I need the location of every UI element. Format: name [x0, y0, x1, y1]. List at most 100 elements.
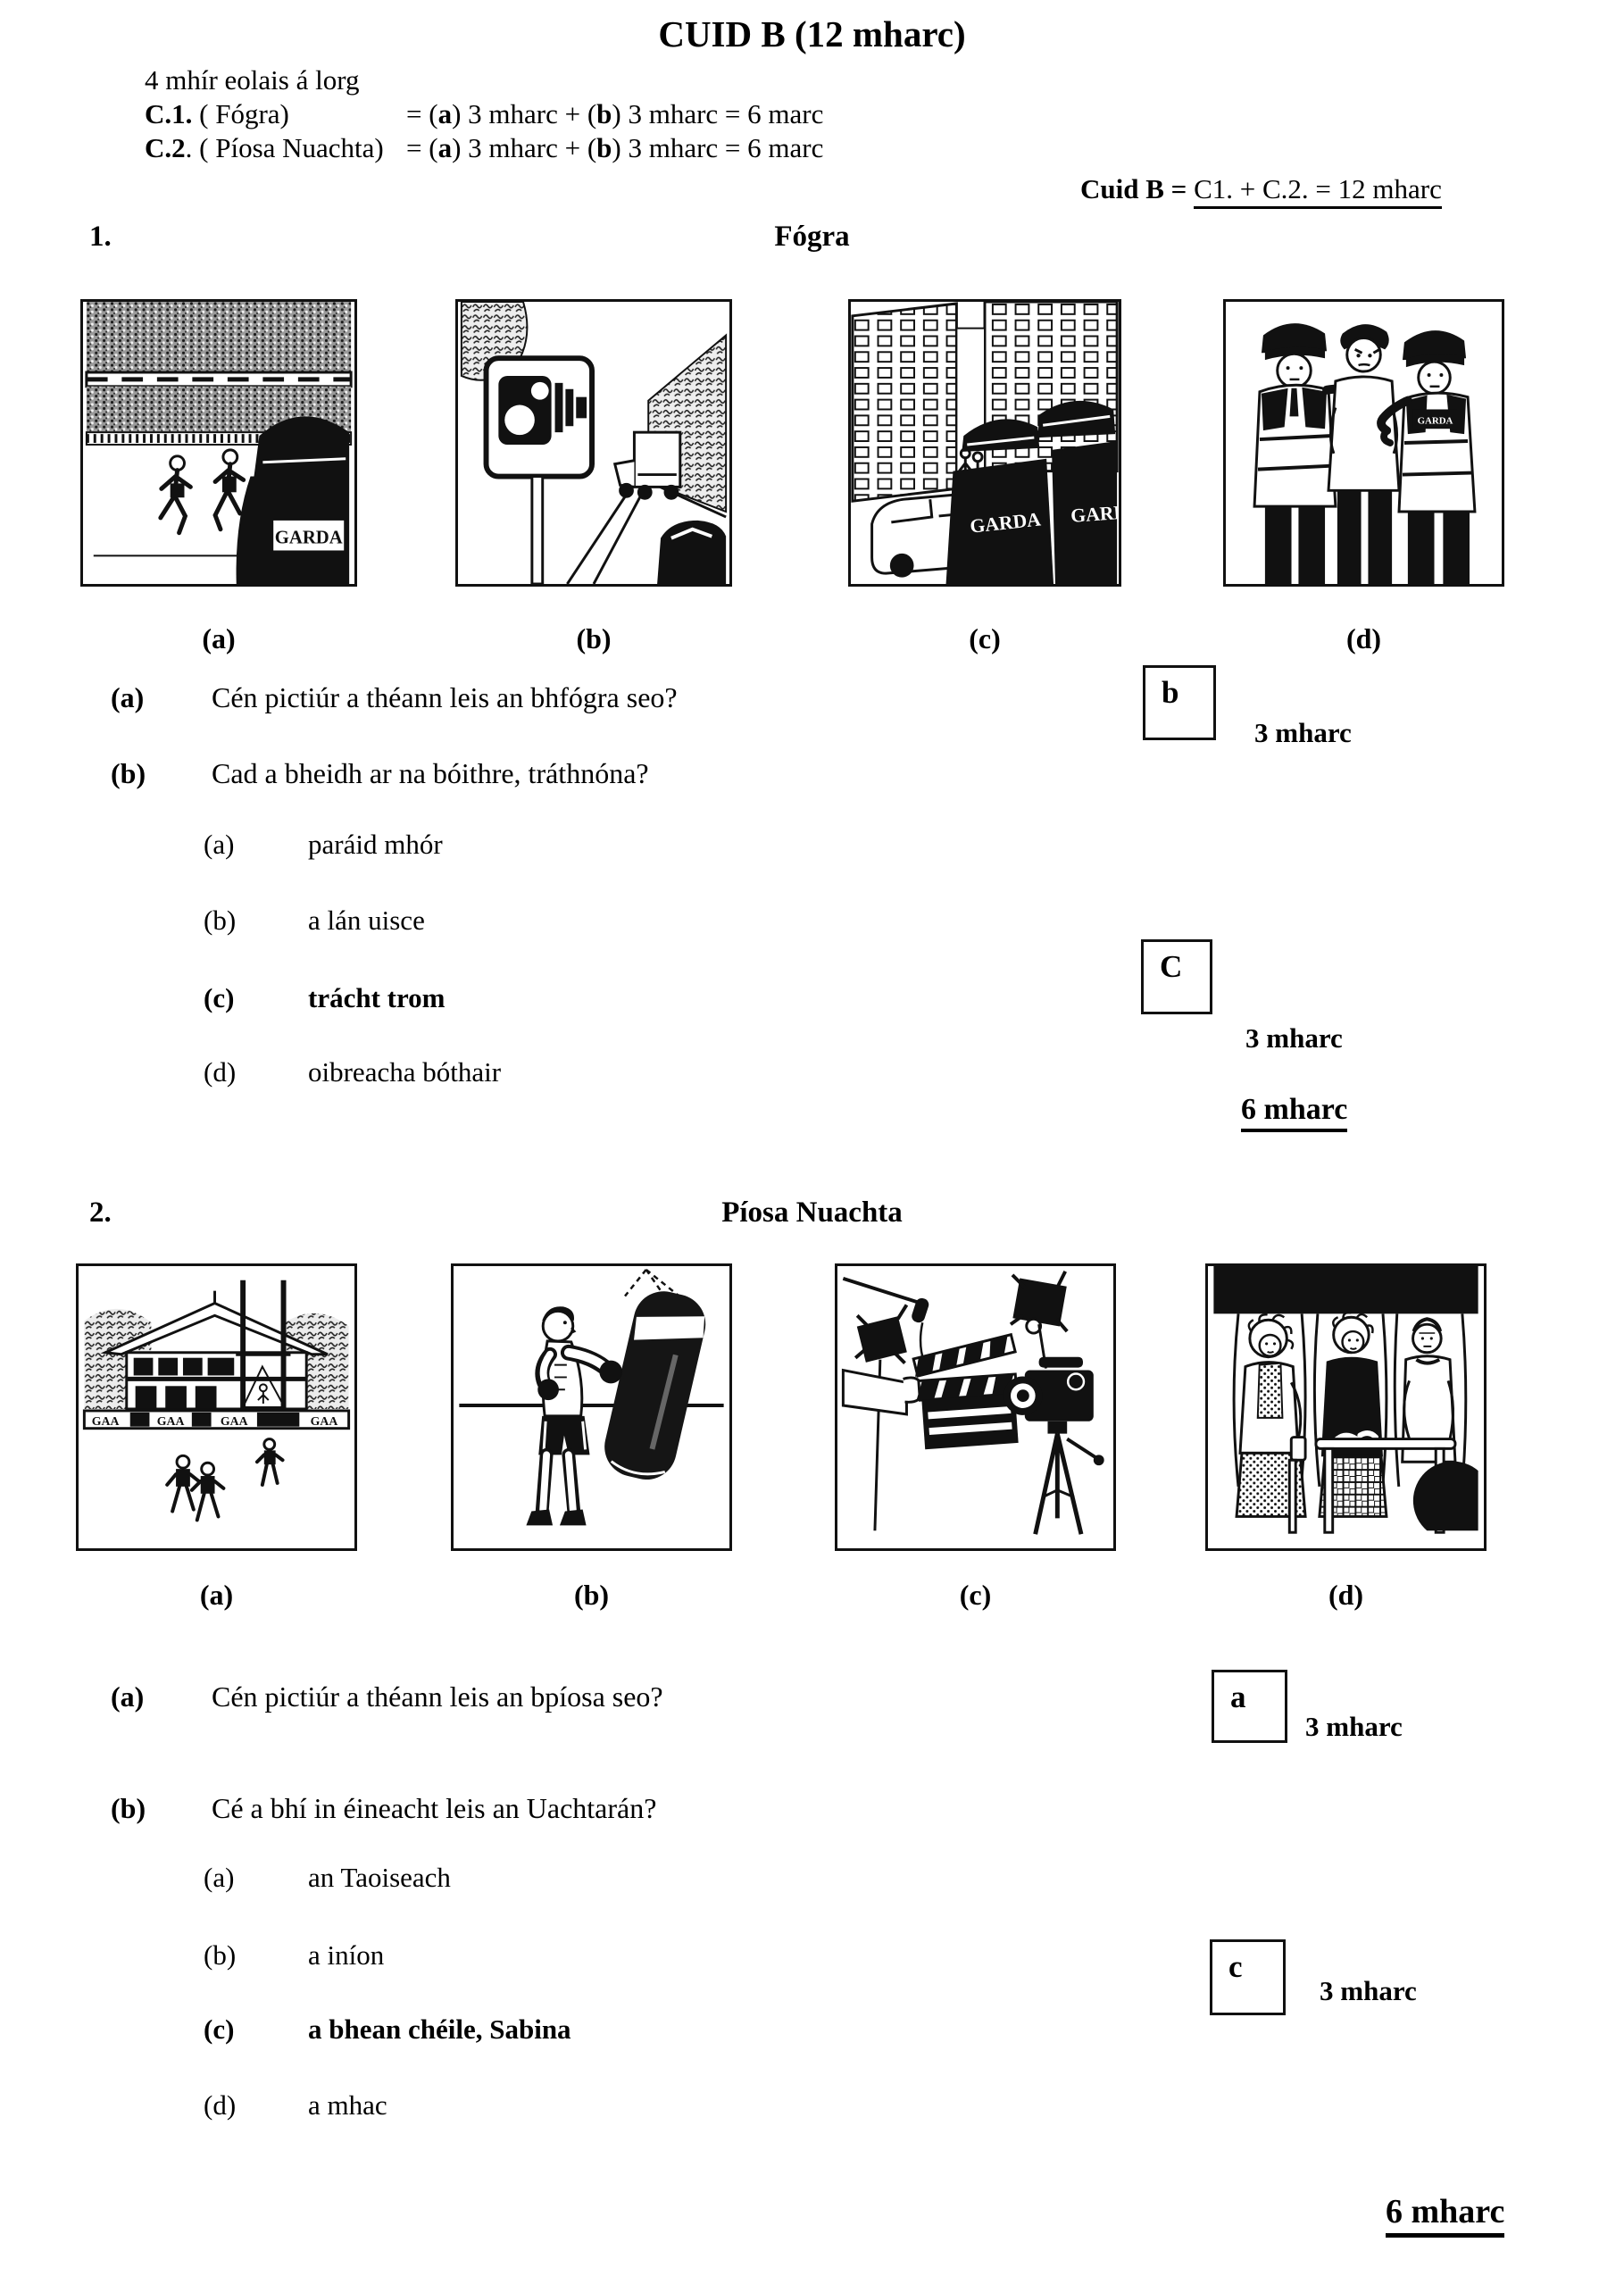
car: [657, 520, 727, 584]
figure-1a-gaa-match-garda: GARDA: [80, 299, 357, 587]
option-1b-d-text: oibreacha bóthair: [308, 1056, 502, 1088]
speed-camera-illustration: [460, 302, 728, 584]
garda-left: [1253, 323, 1362, 584]
gaa-sign-2: GAA: [157, 1414, 185, 1428]
garda-right: GARDA: [1377, 330, 1477, 584]
marking-line-c1-formula: = (a) 3 mharc + (b) 3 mharc = 6 marc: [406, 98, 824, 129]
elderly-people-illustration: [1213, 1266, 1478, 1534]
clapperboard: [841, 1332, 1019, 1450]
punching-bag: [604, 1268, 706, 1480]
question-2a-text: Cén pictiúr a théann leis an bpíosa seo?: [212, 1680, 663, 1713]
goalposts: [236, 1280, 291, 1413]
figure-1d-label: (d): [1345, 622, 1382, 654]
gaa-fence: GAA GAA GAA GAA: [82, 1409, 351, 1430]
boxer-illustration: [459, 1268, 724, 1526]
figure-2a-gaa-grounds: GAA GAA GAA GAA: [76, 1263, 357, 1551]
gaa-sign-3: GAA: [221, 1414, 248, 1428]
option-1b-a-label: (a): [204, 829, 235, 860]
figure-1b-label: (b): [576, 622, 612, 654]
woman-1: [1235, 1313, 1307, 1518]
garda-figure: GARDA: [236, 416, 350, 584]
question-1b-text: Cad a bheidh ar na bóithre, tráthnóna?: [212, 757, 649, 789]
marking-line-c1: C.1. ( Fógra) = (a) 3 mharc + (b) 3 mhar…: [145, 98, 823, 131]
garda-jacket-text-2: GARDA: [1070, 500, 1119, 527]
option-2b-c-text: a bhean chéile, Sabina: [308, 2013, 571, 2045]
section-2-heading: Píosa Nuachta: [721, 1196, 903, 1229]
arrested-man: [1327, 324, 1401, 584]
figure-2b-label: (b): [573, 1579, 610, 1611]
figure-1b-speed-camera: [455, 299, 732, 587]
garda-vest-badge: GARDA: [1418, 415, 1453, 426]
question-1b-label: (b): [111, 757, 146, 789]
gardai-arrest-illustration: GARDA: [1253, 323, 1477, 584]
elderly-man: [1401, 1317, 1457, 1463]
option-2b-d-label: (d): [204, 2089, 237, 2121]
players: [165, 1438, 285, 1522]
option-1b-c-text: trácht trom: [308, 982, 446, 1013]
option-1b-a-text: paráid mhór: [308, 829, 443, 860]
option-2b-a-label: (a): [204, 1862, 235, 1893]
answer-box-1a: b: [1143, 665, 1216, 740]
boxer-figure: [526, 1306, 623, 1526]
gaa-match-garda-illustration: GARDA: [85, 302, 353, 584]
clubhouse: [100, 1290, 329, 1411]
marks-1b: 3 mharc: [1245, 1022, 1343, 1054]
section-2-number: 2.: [89, 1196, 112, 1229]
figure-1a-label: (a): [202, 622, 236, 654]
intro-line: 4 mhír eolais á lorg: [145, 64, 360, 96]
garda-badge-text: GARDA: [275, 529, 343, 548]
marks-2b: 3 mharc: [1320, 1975, 1417, 2006]
spotlight-left: [854, 1304, 909, 1531]
wheel: [1412, 1461, 1478, 1531]
gaa-sign-4: GAA: [311, 1414, 338, 1428]
street-gardai-illustration: GARDA GARDA: [851, 302, 1119, 584]
building-left: [851, 302, 958, 503]
question-2b-label: (b): [111, 1792, 146, 1824]
question-2a-label: (a): [111, 1680, 145, 1713]
option-1b-b-label: (b): [204, 905, 237, 936]
answer-box-2a: a: [1212, 1670, 1287, 1743]
option-2b-c-label: (c): [204, 2013, 235, 2045]
marks-2a: 3 mharc: [1305, 1711, 1403, 1742]
option-2b-a-text: an Taoiseach: [308, 1862, 451, 1893]
figure-1d-arrest: GARDA: [1223, 299, 1504, 587]
marking-line-c2-name: C.2. ( Píosa Nuachta): [145, 132, 384, 163]
option-2b-b-text: a iníon: [308, 1939, 385, 1971]
film-camera: [1004, 1356, 1104, 1535]
gaa-grounds-illustration: GAA GAA GAA GAA: [82, 1280, 351, 1522]
figure-2a-label: (a): [199, 1579, 234, 1611]
section-1-heading: Fógra: [774, 221, 850, 253]
figure-2d-elderly-people: [1205, 1263, 1487, 1551]
option-1b-b-text: a lán uisce: [308, 905, 425, 936]
question-1a-text: Cén pictiúr a théann leis an bhfógra seo…: [212, 681, 678, 713]
answer-box-2b: c: [1210, 1939, 1286, 2015]
truck: [612, 430, 682, 500]
figure-2b-boxer: [451, 1263, 732, 1551]
figure-1c-label: (c): [969, 622, 1001, 654]
question-2b-text: Cé a bhí in éineacht leis an Uachtarán?: [212, 1792, 657, 1824]
section-1-total: 6 mharc: [1241, 1093, 1348, 1132]
option-1b-c-label: (c): [204, 982, 235, 1013]
page-title: CUID B (12 mharc): [658, 13, 966, 54]
figure-2d-label: (d): [1328, 1579, 1364, 1611]
figure-2c-film-set: [835, 1263, 1116, 1551]
garda-pair: GARDA GARDA: [945, 400, 1119, 584]
spotlight-right: [1009, 1271, 1069, 1369]
marks-1a: 3 mharc: [1254, 717, 1352, 748]
dark-backdrop: [1213, 1266, 1478, 1314]
figure-2c-label: (c): [959, 1579, 992, 1611]
marking-line-c2-formula: = (a) 3 mharc + (b) 3 mharc = 6 marc: [406, 132, 824, 163]
section-2-total: 6 mharc: [1386, 2192, 1505, 2238]
section-1-number: 1.: [89, 221, 112, 253]
question-1a-label: (a): [111, 681, 145, 713]
running-players: [158, 448, 246, 536]
figure-1c-street-gardai: GARDA GARDA: [848, 299, 1121, 587]
gaa-sign-1: GAA: [92, 1414, 120, 1428]
film-set-illustration: [841, 1271, 1104, 1535]
answer-box-1b: C: [1141, 939, 1212, 1014]
option-2b-d-text: a mhac: [308, 2089, 387, 2121]
speed-camera-sign: [483, 355, 595, 584]
cuid-b-total-line: Cuid B = C1. + C.2. = 12 mharc: [1080, 173, 1442, 209]
marking-line-c2: C.2. ( Píosa Nuachta) = (a) 3 mharc + (b…: [145, 132, 823, 165]
